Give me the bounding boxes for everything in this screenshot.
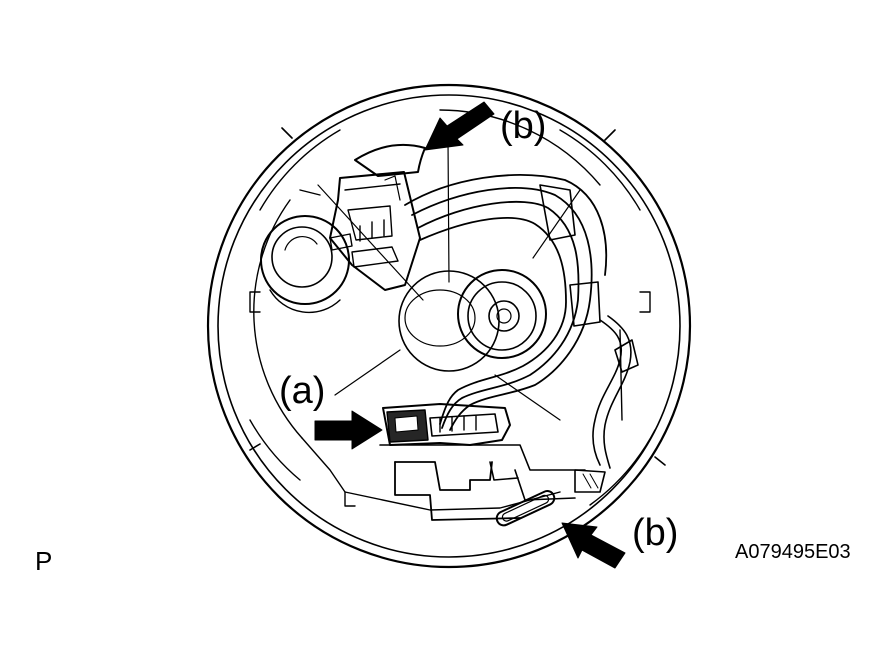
outer-housing xyxy=(206,83,692,569)
lower-connector xyxy=(379,403,606,521)
bottom-slot xyxy=(495,490,556,527)
inner-face xyxy=(253,109,623,511)
callout-a: (a) xyxy=(279,370,326,412)
left-boss xyxy=(260,215,350,314)
right-boss xyxy=(457,269,547,359)
arrow-b-top xyxy=(424,101,495,151)
center-hub xyxy=(398,270,500,372)
view-marker-label: P xyxy=(35,546,53,576)
top-connector xyxy=(329,143,426,291)
arrow-b-bottom xyxy=(561,522,626,569)
callout-b-bottom: (b) xyxy=(632,512,679,554)
figure-id-label: A079495E03 xyxy=(735,541,851,563)
arrow-a xyxy=(314,410,383,450)
callout-b-top: (b) xyxy=(500,105,547,147)
